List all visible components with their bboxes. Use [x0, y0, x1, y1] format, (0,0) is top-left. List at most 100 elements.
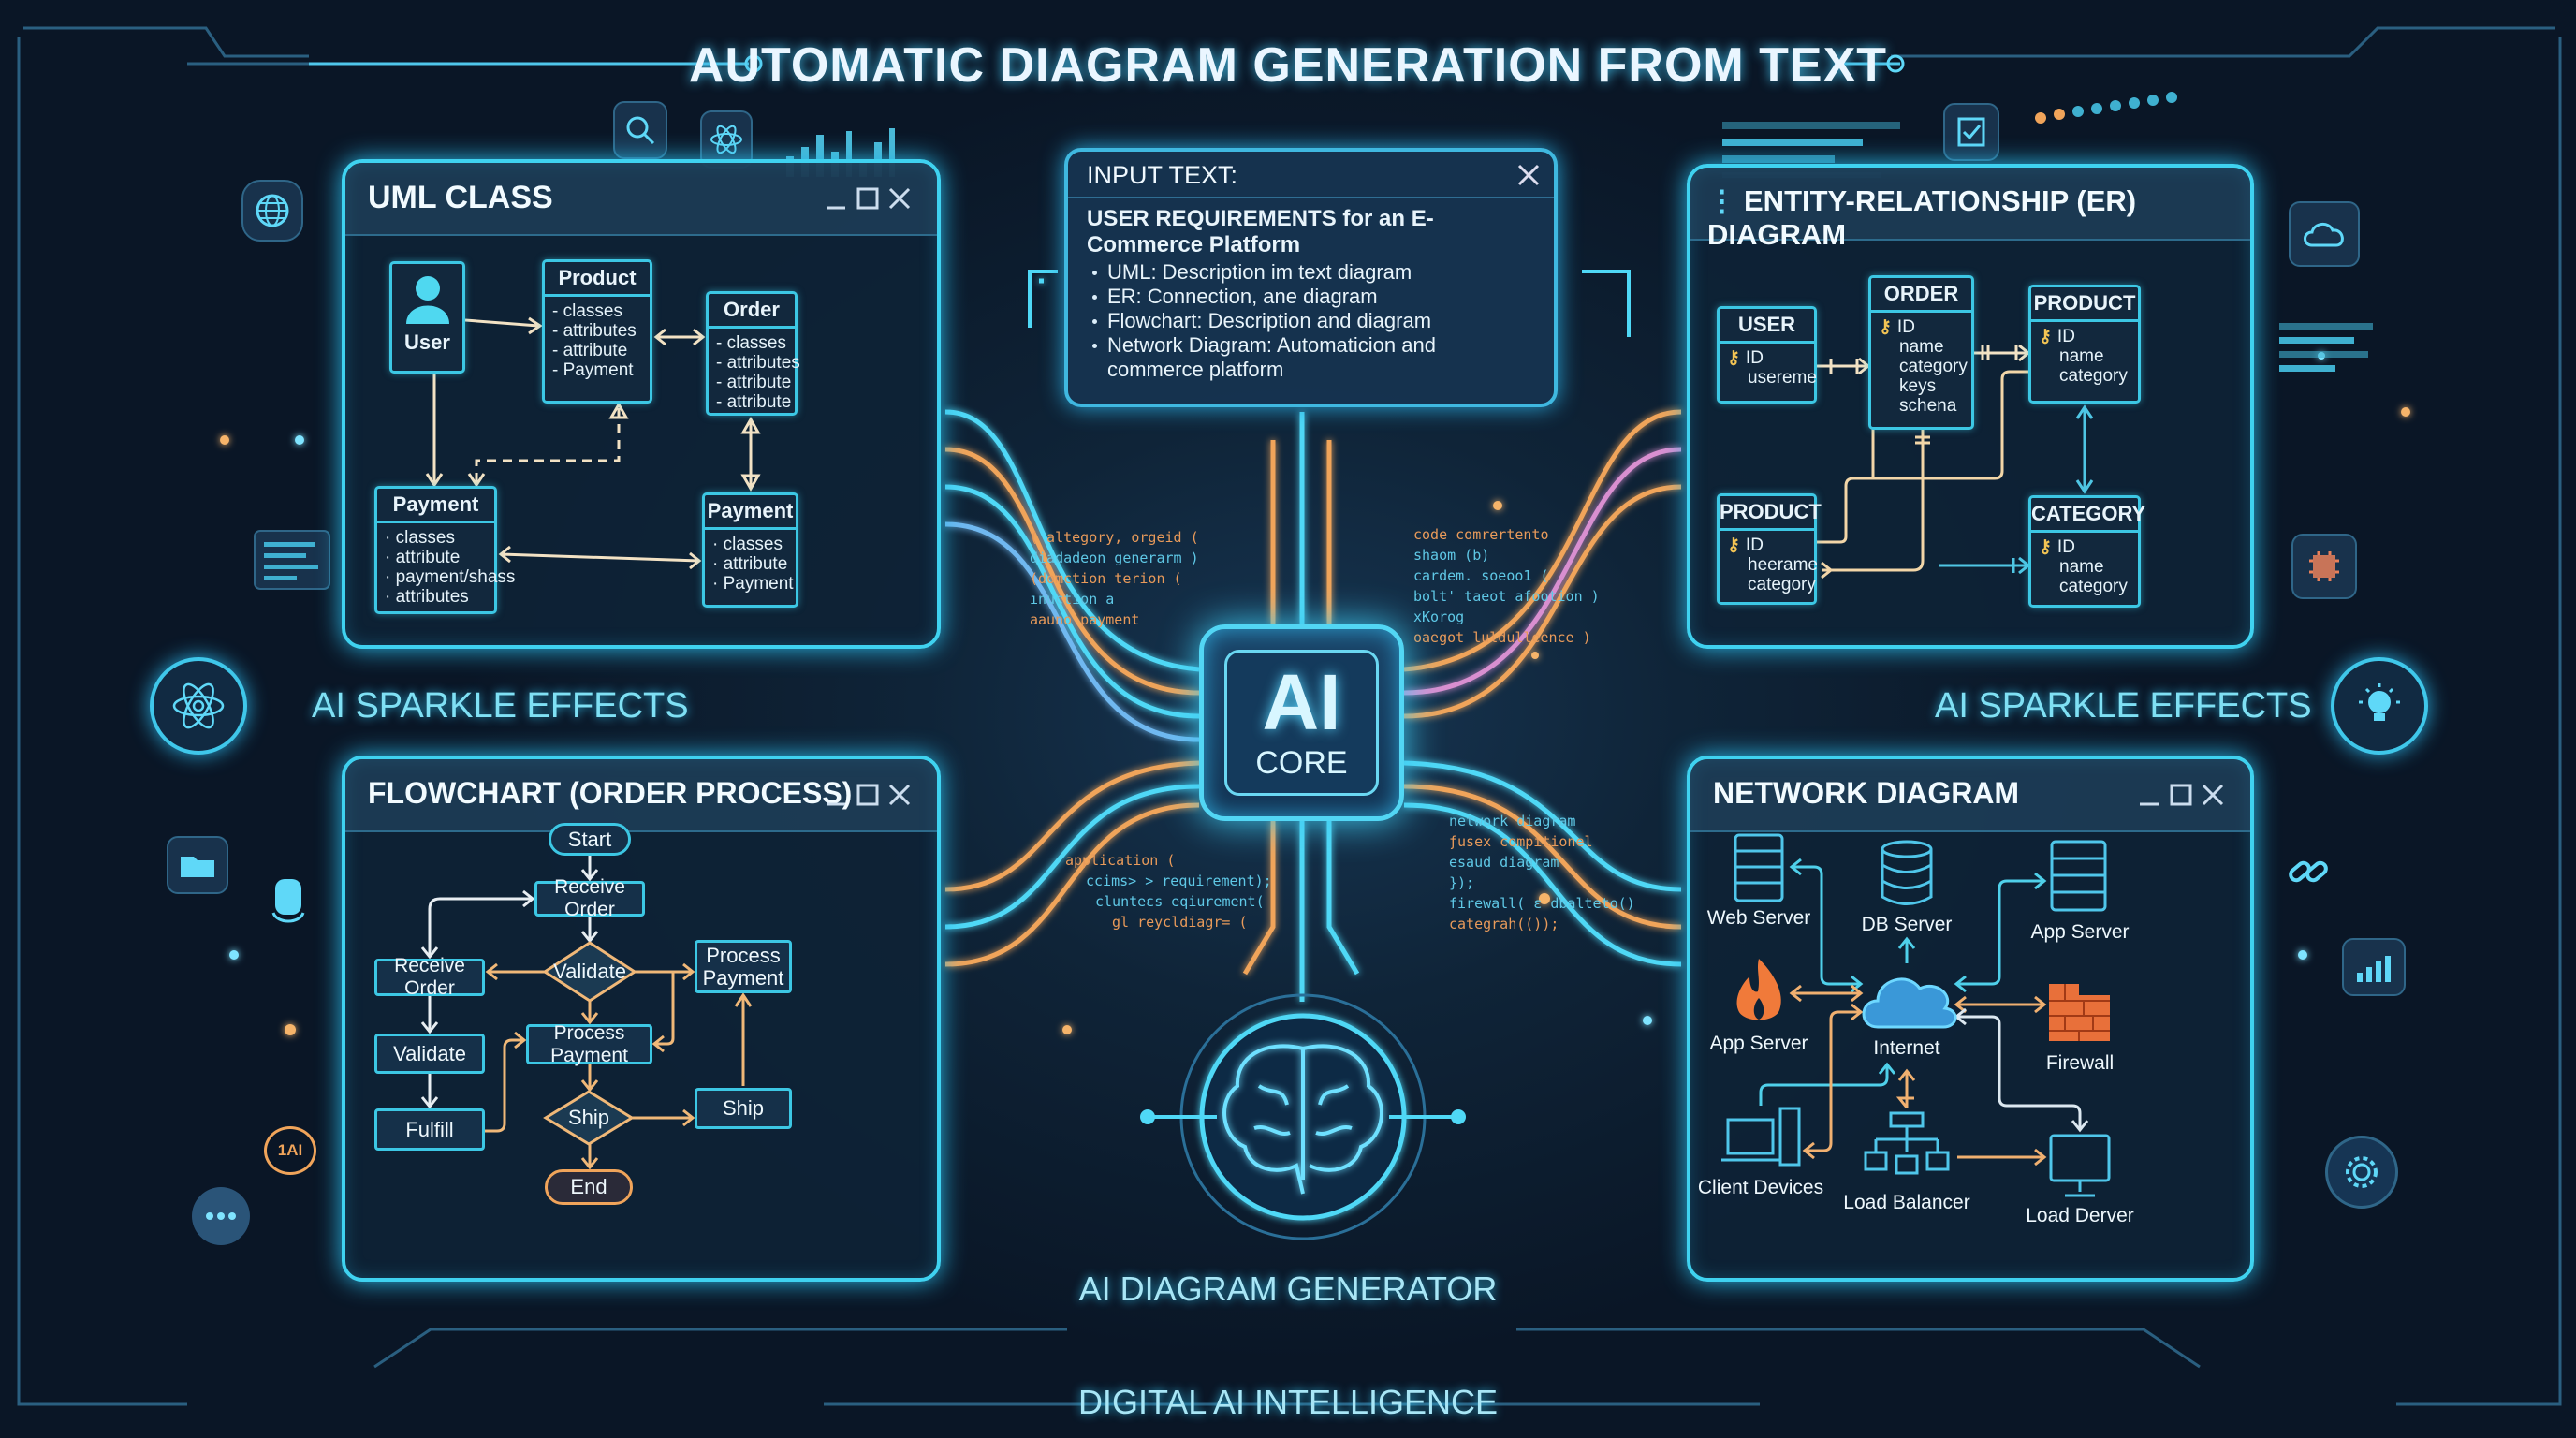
code-line: esaud diagram [1449, 854, 1559, 871]
close-icon[interactable] [888, 187, 911, 210]
flow-validate[interactable]: Validate [374, 1034, 485, 1074]
chip-icon[interactable] [2291, 534, 2357, 599]
requirement-item: ER: Connection, ane diagram [1089, 285, 1535, 309]
field: usereme [1748, 368, 1817, 388]
code-line: ƒusex compitionel [1449, 833, 1593, 850]
network-diagram-panel[interactable]: NETWORK DIAGRAM We [1687, 756, 2254, 1282]
field: name [1899, 337, 1944, 357]
maximize-icon[interactable] [2170, 784, 2192, 806]
field: category [2059, 366, 2128, 386]
er-diagram-panel[interactable]: ⋮ENTITY-RELATIONSHIP (ER) DIAGRAM USER ⚷… [1687, 164, 2254, 649]
key-icon: ⚷ [1727, 536, 1740, 555]
flow-ship[interactable]: Ship [695, 1088, 792, 1129]
entity-name: PRODUCT [2031, 287, 2138, 322]
flow-ship-decision[interactable]: Ship [567, 1106, 610, 1129]
flow-receive-order[interactable]: Receive Order [534, 876, 645, 920]
entity-name: USER [1720, 309, 1814, 344]
relation-order-product [1974, 344, 2031, 362]
attribute: · payment/shass [385, 567, 516, 587]
flow-process-payment[interactable]: Process Payment [526, 1022, 652, 1066]
maximize-icon[interactable] [856, 784, 879, 806]
ai-atom-button[interactable] [150, 657, 247, 755]
code-line: clunteɛs eqiurement( [1095, 893, 1265, 910]
lightbulb-icon [2359, 683, 2400, 721]
cloud-sync-icon[interactable] [2289, 201, 2360, 267]
field: category [1899, 357, 1968, 376]
atom-icon[interactable] [700, 110, 753, 169]
db-server-label: DB Server [1861, 914, 1953, 935]
flow-arrow [633, 962, 695, 981]
ai-core-chip[interactable]: AI CORE [1199, 624, 1404, 821]
link-app-internet [1789, 984, 1864, 1003]
entity-name: CATEGORY [2031, 498, 2145, 533]
uml-class-order[interactable]: Order - classes- attributes- attribute- … [706, 291, 800, 416]
globe-icon[interactable] [242, 180, 303, 242]
close-icon[interactable] [1516, 163, 1541, 187]
uml-class-payment-right[interactable]: Payment · classes· attribute· Payment [702, 492, 798, 608]
code-line: firewall( ɛ dbalteto() [1449, 895, 1635, 912]
requirements-list: UML: Description im text diagram ER: Con… [1068, 258, 1554, 382]
attribute: - Payment [552, 360, 634, 380]
attribute: - attributes [716, 353, 800, 373]
flow-arrow [420, 1074, 439, 1109]
robot-icon [271, 879, 305, 923]
user-icon [405, 276, 449, 324]
class-name: Payment [705, 495, 796, 530]
input-text-panel[interactable]: INPUT TEXT: USER REQUIREMENTS for an E-C… [1064, 148, 1558, 407]
web-server-icon [1734, 833, 1784, 902]
code-line: ccims> > requirement); [1086, 873, 1272, 889]
flowchart-panel[interactable]: FLOWCHART (ORDER PROCESS) [342, 756, 941, 1282]
firewall-label: Firewall [2045, 1052, 2115, 1074]
ai-core-label: AI [1262, 658, 1341, 746]
code-line: code comrertento [1413, 526, 1549, 543]
window-controls [2140, 784, 2224, 806]
maximize-icon[interactable] [856, 187, 879, 210]
close-icon[interactable] [888, 784, 911, 806]
flow-fulfill[interactable]: Fulfill [374, 1108, 485, 1151]
attribute: - classes [716, 333, 786, 353]
ai-idea-button[interactable] [2331, 657, 2428, 755]
status-dots [2035, 92, 2177, 124]
firewall-icon [2049, 984, 2110, 1041]
analytics-icon[interactable] [2342, 938, 2406, 996]
flow-arrow [580, 1064, 599, 1093]
search-icon[interactable] [613, 101, 667, 159]
flow-process-payment-right[interactable]: Process Payment [695, 940, 792, 993]
uml-class-payment-left[interactable]: Payment · classes· attribute· payment/sh… [374, 486, 516, 614]
gear-icon [2346, 1156, 2378, 1188]
input-link-left [1028, 270, 1058, 328]
code-line: }); [1449, 874, 1475, 891]
drag-handle-icon[interactable]: ⋮ [1707, 184, 1736, 217]
uml-class-panel[interactable]: UML CLASS User Product - classes- attrib… [342, 159, 941, 649]
folder-icon[interactable] [167, 836, 228, 894]
class-attributes: · classes· attribute· Payment [705, 530, 796, 598]
field: category [1748, 575, 1816, 594]
ship-decision-shape [543, 1090, 635, 1146]
field: ID [1896, 317, 1915, 337]
field: ID [1745, 536, 1764, 555]
code-upper-left: ( altegory, orgeid (diadadeon generarm )… [1030, 527, 1199, 630]
uml-user-actor[interactable]: User [389, 261, 465, 374]
settings-button[interactable] [2325, 1136, 2398, 1209]
more-options-button[interactable] [192, 1187, 250, 1245]
uml-class-product[interactable]: Product - classes- attributes- attribute… [542, 259, 652, 404]
brain-emblem [1140, 993, 1466, 1240]
flow-receive-order-left[interactable]: Receive Order [374, 955, 485, 999]
dependency-arrow [475, 408, 621, 483]
flow-start[interactable]: Start [549, 823, 631, 856]
checklist-icon[interactable] [1943, 103, 1999, 161]
flow-end[interactable]: End [545, 1169, 633, 1205]
ai-core-sublabel: CORE [1255, 745, 1348, 781]
bidirectional-arrow [653, 328, 706, 346]
flow-validate-decision[interactable]: Validate [553, 960, 626, 983]
field: category [2059, 577, 2128, 596]
field: ID [1745, 348, 1764, 368]
close-icon[interactable] [2202, 784, 2224, 806]
